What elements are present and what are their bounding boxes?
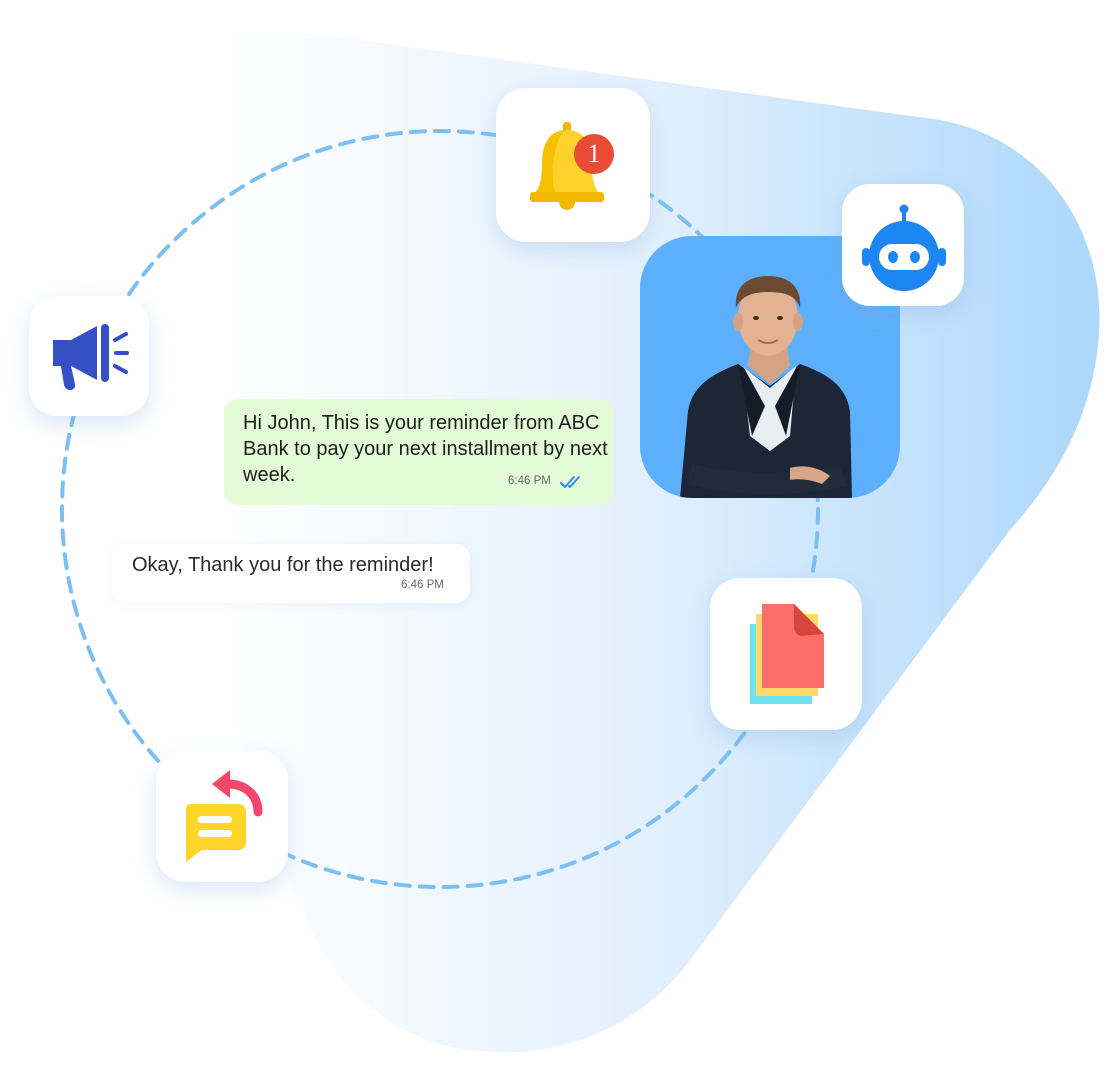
chat-reply-icon — [186, 770, 263, 862]
reply-message-bubble: Okay, Thank you for the reminder! 6:46 P… — [112, 544, 470, 603]
chat-reply-card[interactable] — [156, 750, 288, 882]
robot-icon — [862, 204, 946, 291]
megaphone-icon — [53, 324, 129, 390]
bell-icon — [530, 122, 614, 210]
incoming-message-bubble: Hi John, This is your reminder from ABC … — [224, 399, 614, 505]
incoming-message-time: 6:46 PM — [508, 475, 551, 487]
documents-card[interactable] — [710, 578, 862, 730]
reply-message-text: Okay, Thank you for the reminder! — [132, 554, 434, 576]
bell-notification-card[interactable]: 1 — [496, 88, 650, 242]
double-check-icon — [560, 476, 580, 488]
robot-card[interactable] — [842, 184, 964, 306]
reply-message-time: 6:46 PM — [401, 579, 444, 591]
documents-icon — [750, 604, 824, 704]
incoming-message-text: Hi John, This is your reminder from ABC … — [243, 412, 608, 486]
megaphone-card[interactable] — [29, 296, 149, 416]
notification-badge-count: 1 — [587, 139, 601, 168]
